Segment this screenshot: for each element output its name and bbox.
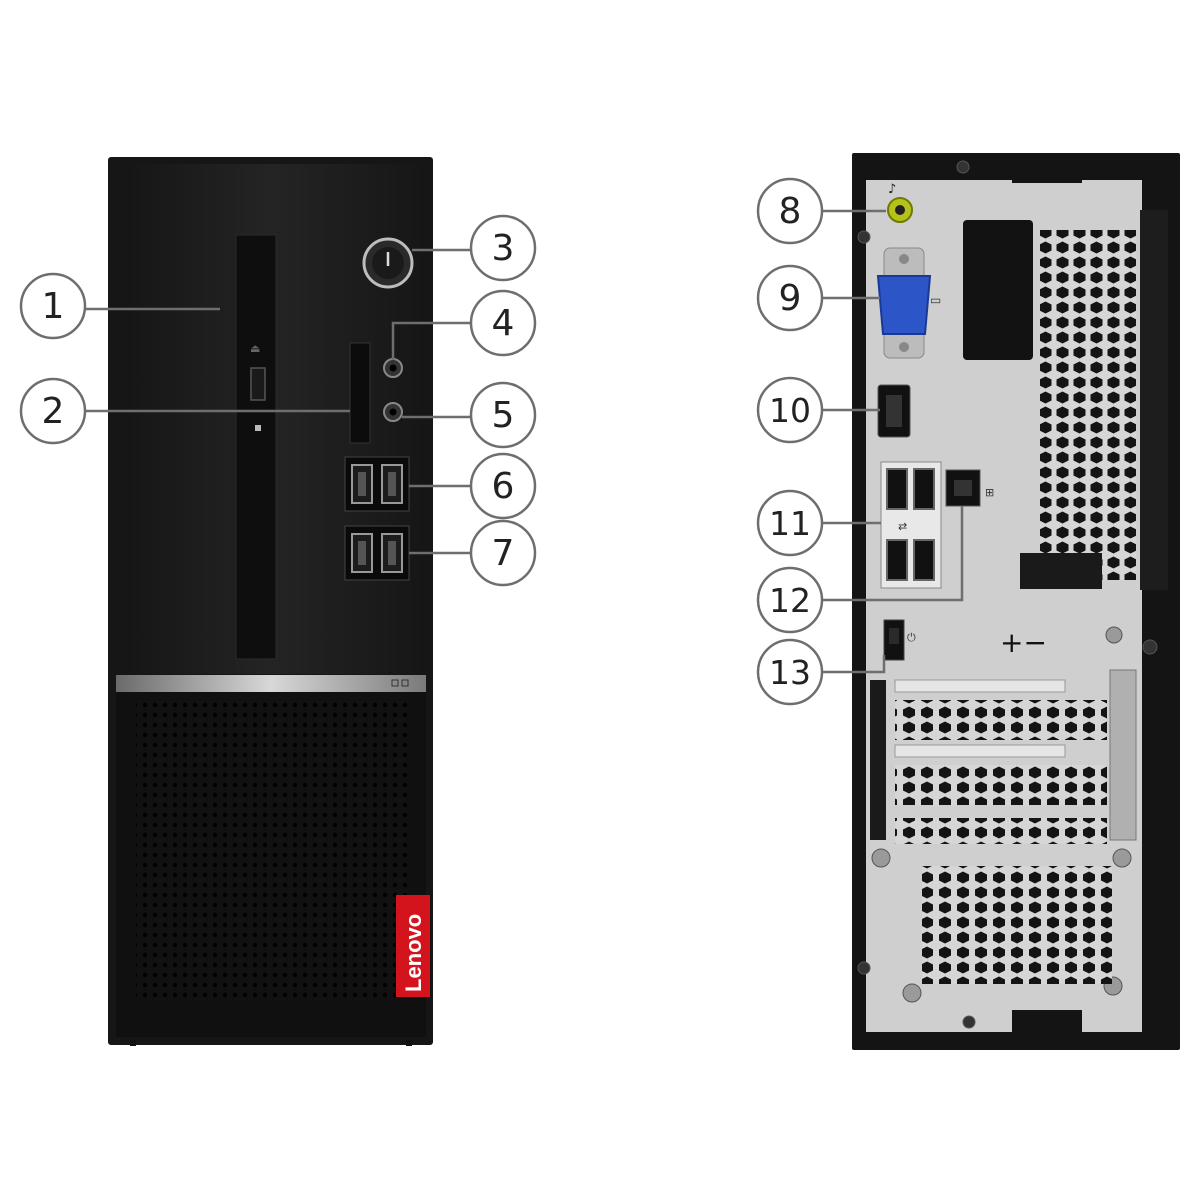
front-usb-ports-upper: [344, 456, 410, 512]
vga-port: ▭: [876, 247, 941, 359]
callout-leader-line: [391, 321, 471, 360]
callout-number: 13: [769, 653, 811, 692]
callout-circle: [756, 566, 824, 634]
callout-circle: [756, 177, 824, 245]
callout-number: 2: [42, 391, 65, 432]
eject-icon: ⏏: [250, 342, 260, 355]
callout-circle: [19, 272, 87, 340]
front-foot-left: [130, 1040, 136, 1046]
power-button: [362, 237, 414, 289]
callout-number: 7: [492, 533, 515, 574]
callout-number: 9: [779, 278, 802, 319]
callout-2: 2: [19, 377, 350, 445]
rear-audio-jack: ♪: [887, 182, 913, 223]
plus-minus-icon: +−: [1000, 626, 1047, 659]
rear-tab-top: [1012, 153, 1082, 183]
callout-10: 10: [756, 376, 880, 444]
storage-led-icon: [401, 679, 409, 687]
callout-number: 4: [492, 303, 515, 344]
callout-circle: [19, 377, 87, 445]
lenovo-logo: Lenovo: [396, 895, 430, 997]
front-foot-right: [406, 1040, 412, 1046]
eject-button: [250, 367, 266, 401]
callout-number: 6: [492, 466, 515, 507]
callout-1: 1: [19, 272, 220, 340]
callout-number: 3: [492, 228, 515, 269]
callout-number: 12: [769, 581, 811, 620]
callout-circle: [756, 489, 824, 557]
callout-4: 4: [391, 289, 537, 360]
callout-13: 13: [756, 638, 886, 706]
expansion-slots: [870, 669, 1137, 844]
callout-circle: [756, 264, 824, 332]
callout-number: 10: [769, 391, 811, 430]
callout-12: 12: [756, 506, 964, 634]
callout-circle: [756, 638, 824, 706]
power-connector: ⏻: [883, 619, 916, 661]
rear-label-block: [1020, 553, 1102, 589]
usb-icon: ⇄: [898, 520, 907, 533]
callout-8: 8: [756, 177, 886, 245]
front-mesh-pattern: [136, 700, 408, 1000]
status-led-icon: [391, 679, 399, 687]
optical-drive: [235, 234, 277, 660]
ethernet-port: ⊞: [945, 469, 994, 507]
callout-3: 3: [412, 214, 537, 282]
front-view: ⏏: [108, 157, 433, 1046]
psu-grille: [922, 866, 1112, 984]
rear-fan-grille: [1040, 230, 1136, 580]
callout-7: 7: [409, 519, 537, 587]
callout-leader-line: [822, 506, 964, 602]
callout-circle: [469, 381, 537, 449]
callout-circle: [469, 519, 537, 587]
network-icon: ⊞: [985, 486, 994, 499]
headphone-jack: [383, 358, 403, 378]
callout-number: 1: [42, 286, 65, 327]
rear-io-block: [963, 220, 1033, 360]
microphone-jack: [383, 402, 403, 422]
callout-circle: [469, 289, 537, 357]
callout-circle: [469, 214, 537, 282]
monitor-icon: ▭: [930, 293, 941, 307]
card-reader: [349, 342, 371, 444]
rear-usb-ports: ⇄: [880, 461, 942, 589]
drive-indicator: [255, 425, 261, 431]
hdmi-port: [877, 384, 911, 438]
callout-5: 5: [402, 381, 537, 449]
front-accent-strip: [116, 675, 426, 692]
headphone-icon: ♪: [888, 182, 896, 197]
callout-6: 6: [409, 452, 537, 520]
callout-9: 9: [756, 264, 880, 332]
callout-11: 11: [756, 489, 881, 557]
front-usb-ports-lower: [344, 525, 410, 581]
callout-circle: [756, 376, 824, 444]
rear-view: ♪ ▭ ⇄ ⊞: [852, 153, 1180, 1050]
callout-number: 8: [779, 191, 802, 232]
callout-number: 11: [769, 504, 811, 543]
callout-circle: [469, 452, 537, 520]
rear-tab-bottom: [1012, 1010, 1082, 1050]
callout-number: 5: [492, 395, 515, 436]
power-icon: ⏻: [907, 631, 916, 644]
rear-right-rail: [1140, 210, 1168, 590]
svg-text:Lenovo: Lenovo: [401, 914, 426, 992]
callout-leader-line: [822, 655, 886, 674]
